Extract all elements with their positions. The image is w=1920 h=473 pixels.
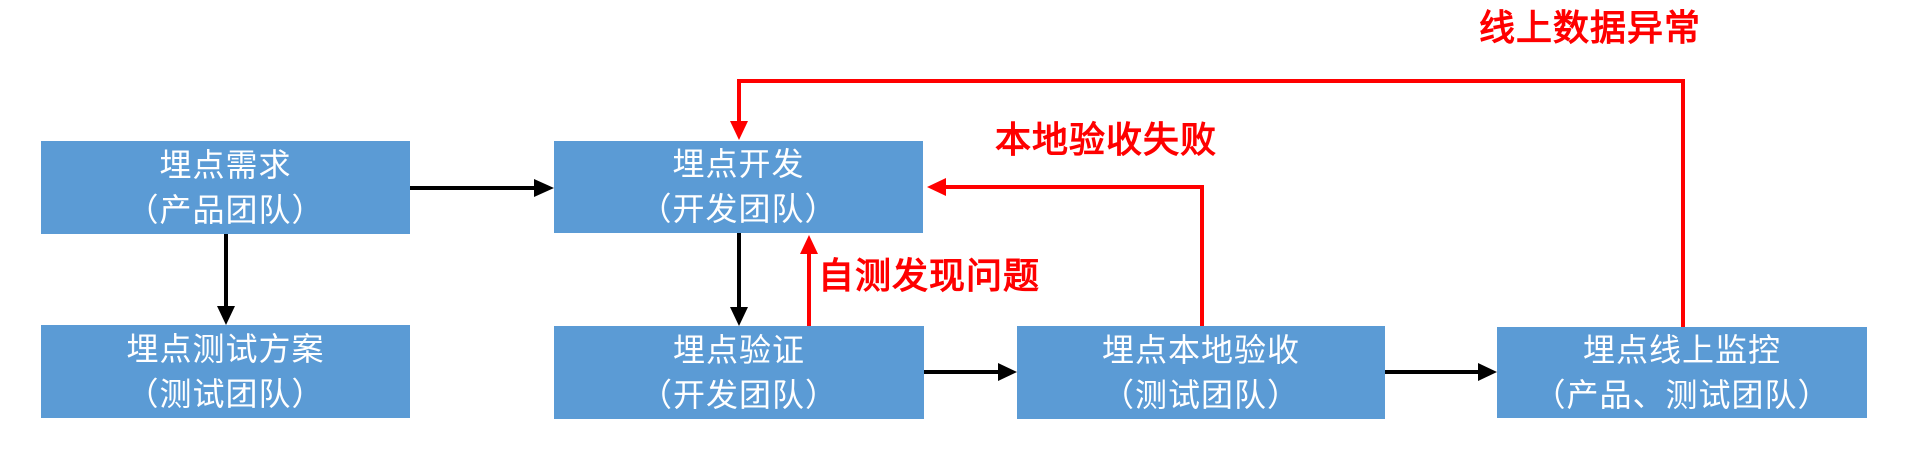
node-title: 埋点开发 [672, 146, 805, 182]
node-tracking-development: 埋点开发 （开发团队） [554, 141, 923, 233]
feedback-label-self-test-issue: 自测发现问题 [818, 256, 1041, 296]
flow-arrow-local-acceptance-to-online-monitoring [1385, 363, 1497, 381]
node-title: 埋点测试方案 [126, 330, 325, 367]
node-tracking-online-monitoring: 埋点线上监控 （产品、测试团队） [1497, 327, 1867, 418]
node-title: 埋点需求 [159, 146, 292, 183]
node-team: （开发团队） [639, 376, 838, 413]
feedback-label-local-acceptance-fail: 本地验收失败 [995, 120, 1218, 160]
node-team: （产品团队） [126, 191, 325, 228]
node-tracking-test-plan: 埋点测试方案 （测试团队） [41, 325, 410, 418]
feedback-arrow-self-test-issue [800, 235, 818, 326]
flow-arrow-requirement-to-test-plan [217, 234, 235, 325]
node-title: 埋点线上监控 [1582, 331, 1781, 368]
flow-arrow-development-to-verification [730, 233, 748, 326]
node-team: （测试团队） [126, 375, 325, 412]
node-team: （开发团队） [639, 191, 838, 227]
node-team: （测试团队） [1101, 376, 1300, 413]
flow-arrow-requirement-to-development [410, 179, 554, 197]
node-team: （产品、测试团队） [1533, 376, 1831, 413]
node-title: 埋点验证 [672, 331, 805, 368]
node-tracking-requirement: 埋点需求 （产品团队） [41, 141, 410, 234]
node-tracking-verification: 埋点验证 （开发团队） [554, 326, 924, 419]
feedback-arrow-local-acceptance-fail [927, 178, 1204, 326]
flow-arrow-verification-to-local-acceptance [924, 363, 1017, 381]
feedback-label-online-data-anomaly: 线上数据异常 [1479, 8, 1702, 48]
node-title: 埋点本地验收 [1101, 331, 1300, 368]
node-tracking-local-acceptance: 埋点本地验收 （测试团队） [1017, 326, 1385, 419]
